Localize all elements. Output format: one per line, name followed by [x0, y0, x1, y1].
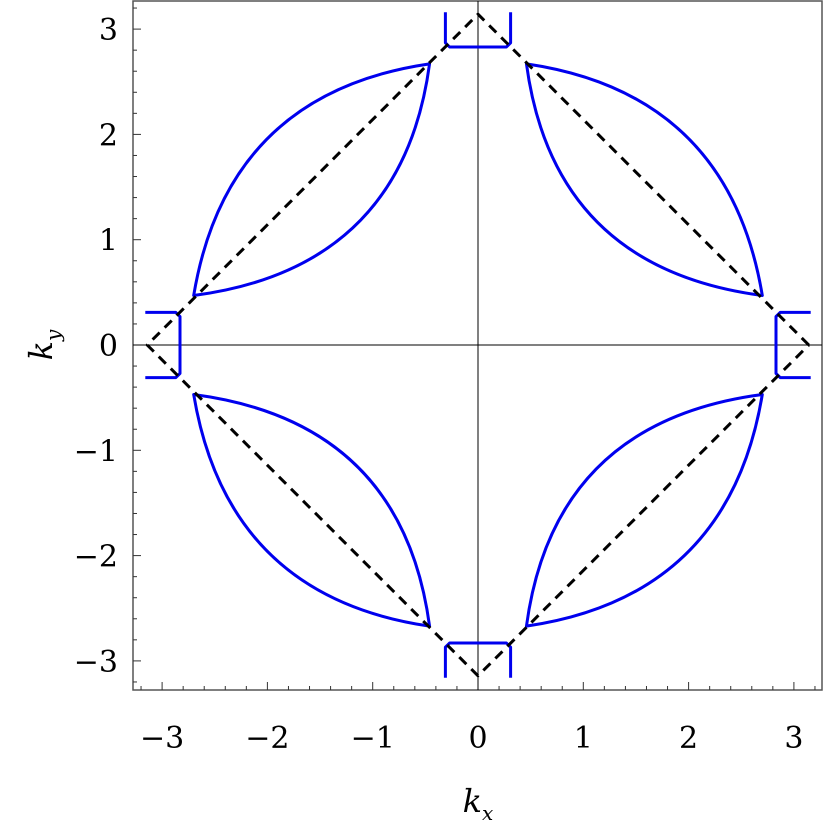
- y-tick-label: −2: [74, 540, 118, 575]
- y-tick-label: −3: [74, 645, 118, 680]
- fermi-surface-curves: [145, 12, 811, 678]
- y-tick-label: 0: [99, 329, 118, 364]
- x-tick-label: 2: [679, 721, 698, 756]
- fermi-bracket: [443, 641, 513, 678]
- fermi-bracket: [443, 12, 513, 49]
- x-tick-label: −1: [351, 721, 395, 756]
- y-tick-label: 3: [99, 13, 118, 48]
- y-tick-label: 1: [99, 224, 118, 259]
- x-tick-labels: −3 −2 −1 0 1 2 3: [140, 721, 803, 756]
- y-tick-labels: −3 −2 −1 0 1 2 3: [74, 13, 118, 680]
- y-tick-label: 2: [99, 118, 118, 153]
- x-tick-label: −3: [140, 721, 184, 756]
- fermi-lens: [192, 392, 432, 628]
- x-tick-label: 1: [574, 721, 593, 756]
- y-tick-label: −1: [74, 434, 118, 469]
- y-axis-label: ky: [22, 329, 65, 360]
- x-tick-label: −2: [245, 721, 289, 756]
- fermi-lens: [524, 62, 764, 298]
- axis-ticks: [133, 7, 816, 690]
- dashed-diamond: [145, 12, 810, 678]
- x-tick-label: 0: [468, 721, 487, 756]
- x-axis-label: kx: [463, 782, 494, 825]
- fermi-bracket: [774, 310, 811, 380]
- x-tick-label: 3: [784, 721, 803, 756]
- fermi-lens: [192, 62, 432, 298]
- diamond-boundary: [145, 12, 810, 678]
- fermi-bracket: [145, 310, 182, 380]
- fermi-lens: [524, 392, 764, 628]
- zero-axes: [133, 1, 822, 690]
